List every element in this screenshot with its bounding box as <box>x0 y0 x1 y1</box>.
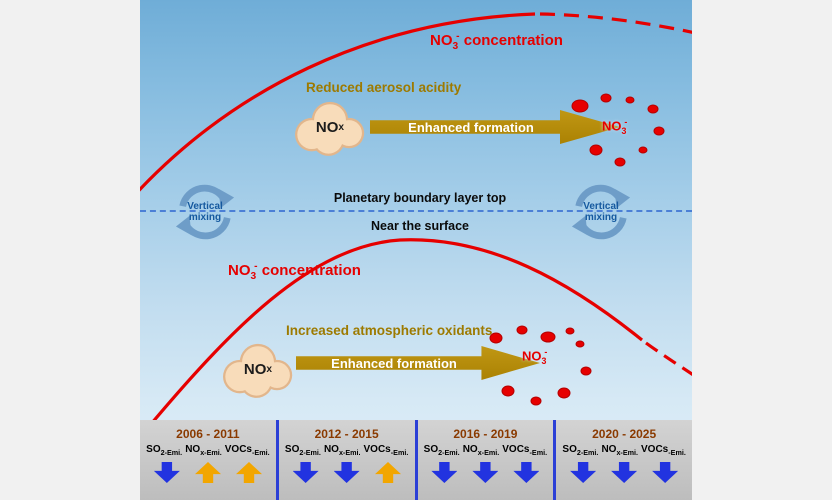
trend-arrow <box>570 462 597 483</box>
boundary-layer-line <box>140 210 692 212</box>
trend-arrows <box>431 462 540 483</box>
emissions-label: SO2-Emi. NOx-Emi. VOCs-Emi. <box>284 444 409 457</box>
vertical-mixing-label: Vertical mixing <box>583 201 619 223</box>
trend-arrow <box>652 462 679 483</box>
timeline-band: 2006 - 2011 SO2-Emi. NOx-Emi. VOCs-Emi. … <box>140 420 692 500</box>
trend-arrow <box>431 462 458 483</box>
timeline-period-4: 2020 - 2025 SO2-Emi. NOx-Emi. VOCs-Emi. <box>553 420 692 500</box>
period-label: 2016 - 2019 <box>453 427 518 441</box>
no3-label-upper: NO3- <box>602 117 628 136</box>
vertical-mixing-left: Vertical mixing <box>174 181 236 243</box>
trend-arrows <box>292 462 401 483</box>
trend-arrow <box>236 462 262 483</box>
lower-no3-concentration-label: NO3- concentration <box>228 261 361 282</box>
formation-arrow-lower: Enhanced formation <box>296 346 540 380</box>
diagram-panel: NO3- concentration Reduced aerosol acidi… <box>140 0 692 500</box>
trend-arrows <box>153 462 262 483</box>
upper-no3-concentration-label: NO3- concentration <box>430 31 563 52</box>
emissions-label: SO2-Emi. NOx-Emi. VOCs-Emi. <box>423 444 548 457</box>
trend-arrow <box>513 462 540 483</box>
no3-label-lower: NO3- <box>522 347 548 366</box>
cloud-shape <box>223 343 293 398</box>
trend-arrow <box>375 462 401 483</box>
lower-condition-label: Increased atmospheric oxidants <box>286 323 493 338</box>
period-label: 2006 - 2011 <box>176 427 240 441</box>
timeline-period-1: 2006 - 2011 SO2-Emi. NOx-Emi. VOCs-Emi. <box>140 420 276 500</box>
lower-curve-dashed <box>645 341 692 376</box>
trend-arrow <box>611 462 638 483</box>
timeline-period-2: 2012 - 2015 SO2-Emi. NOx-Emi. VOCs-Emi. <box>275 420 415 500</box>
near-surface-label: Near the surface <box>371 219 469 233</box>
trend-arrow <box>195 462 221 483</box>
timeline-period-3: 2016 - 2019 SO2-Emi. NOx-Emi. VOCs-Emi. <box>414 420 554 500</box>
vertical-mixing-label: Vertical mixing <box>187 201 223 223</box>
boundary-top-label: Planetary boundary layer top <box>333 191 507 205</box>
emissions-label: SO2-Emi. NOx-Emi. VOCs-Emi. <box>146 444 270 457</box>
period-label: 2020 - 2025 <box>592 427 657 441</box>
trend-arrows <box>570 462 679 483</box>
cloud-shape <box>295 101 365 156</box>
trend-arrow <box>153 462 180 483</box>
circular-arrows-icon <box>571 184 631 240</box>
upper-condition-label: Reduced aerosol acidity <box>306 80 462 95</box>
formation-arrow-upper: Enhanced formation <box>370 110 620 144</box>
emissions-label: SO2-Emi. NOx-Emi. VOCs-Emi. <box>562 444 686 457</box>
trend-arrow <box>292 462 319 483</box>
trend-arrow <box>333 462 360 483</box>
circular-arrows-icon <box>175 184 235 240</box>
trend-arrow <box>472 462 499 483</box>
vertical-mixing-right: Vertical mixing <box>570 181 632 243</box>
period-label: 2012 - 2015 <box>314 427 379 441</box>
